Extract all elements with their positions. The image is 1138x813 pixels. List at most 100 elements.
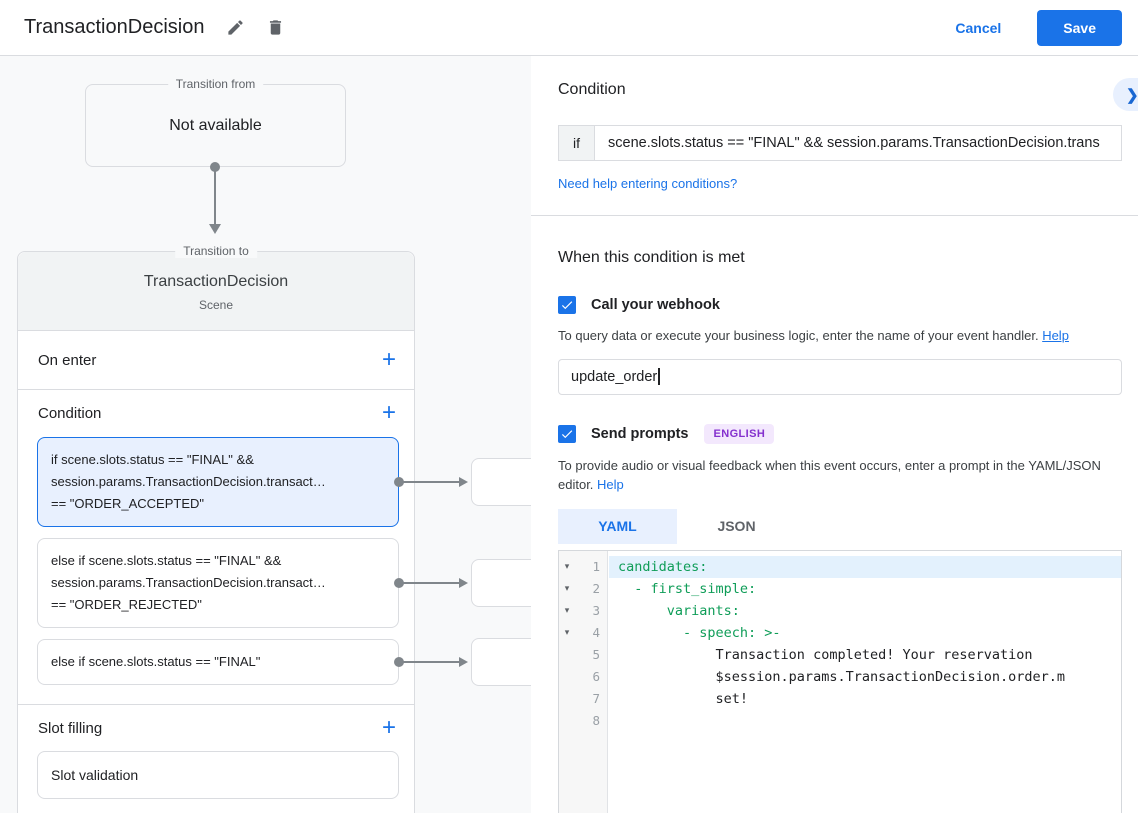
pencil-icon xyxy=(228,20,244,35)
fold-arrow-icon[interactable]: ▾ xyxy=(564,561,570,571)
editor-line: 5 Transaction completed! Your reservatio… xyxy=(559,644,1121,666)
add-slot-button[interactable]: + xyxy=(381,714,396,741)
panel-title: Condition xyxy=(558,81,626,98)
editor-line: ▾ 1 candidates: xyxy=(559,555,1121,578)
condition-expression-input[interactable]: scene.slots.status == "FINAL" && session… xyxy=(608,135,1100,151)
call-webhook-checkbox[interactable] xyxy=(558,296,576,314)
prompts-description-text: To provide audio or visual feedback when… xyxy=(558,457,1101,493)
connector-line xyxy=(214,168,216,224)
connector-arrowhead-icon xyxy=(209,224,221,234)
condition-expression: if scene.slots.status == "FINAL" && sess… xyxy=(51,452,326,511)
code-text[interactable] xyxy=(609,710,1121,732)
code-text[interactable]: - first_simple: xyxy=(618,580,757,597)
on-enter-label: On enter xyxy=(38,351,97,369)
code-text[interactable]: candidates: xyxy=(609,555,1121,578)
line-number: 7 xyxy=(592,691,600,706)
when-condition-title: When this condition is met xyxy=(558,249,745,266)
editor-line: ▾ 3 variants: xyxy=(559,600,1121,622)
checkmark-icon xyxy=(561,301,573,310)
transition-target-box[interactable] xyxy=(471,638,531,686)
condition-expression: else if scene.slots.status == "FINAL" &&… xyxy=(51,553,326,612)
send-prompts-label: Send prompts xyxy=(591,425,689,442)
transition-arrow xyxy=(402,578,468,588)
editor-line: ▾ 2 - first_simple: xyxy=(559,578,1121,600)
line-number: 5 xyxy=(592,647,600,662)
cancel-button[interactable]: Cancel xyxy=(955,19,1002,36)
transition-from-box: Transition from Not available xyxy=(85,77,346,167)
fold-arrow-icon[interactable]: ▾ xyxy=(564,627,570,637)
scene-title: TransactionDecision xyxy=(143,273,289,290)
line-number: 8 xyxy=(592,713,600,728)
call-webhook-label: Call your webhook xyxy=(591,297,720,313)
event-handler-input[interactable]: update_order xyxy=(558,358,1122,395)
transition-dot[interactable] xyxy=(394,657,404,667)
webhook-help-link[interactable]: Help xyxy=(1042,328,1069,343)
transition-dot[interactable] xyxy=(394,477,404,487)
transition-to-card: Transition to TransactionDecision Scene … xyxy=(17,244,531,813)
editor-line: 7 set! xyxy=(559,688,1121,710)
transition-dot[interactable] xyxy=(394,578,404,588)
transition-target-box[interactable] xyxy=(471,559,531,607)
add-on-enter-button[interactable]: + xyxy=(381,346,396,373)
condition-card[interactable]: else if scene.slots.status == "FINAL" xyxy=(37,638,531,686)
editor-format-tab[interactable]: JSON xyxy=(677,509,796,544)
send-prompts-checkbox[interactable] xyxy=(558,424,576,443)
prompts-description: To provide audio or visual feedback when… xyxy=(558,456,1122,495)
editor-line: 6 $session.params.TransactionDecision.or… xyxy=(559,666,1121,688)
editor-gutter xyxy=(559,550,608,813)
prompt-code-editor[interactable]: ▾ 1 candidates: ▾ 2 - first_simple: ▾ 3 xyxy=(558,549,1122,813)
trash-icon xyxy=(270,20,282,35)
slot-filling-section: Slot filling + Slot validation xyxy=(18,705,414,799)
save-button[interactable]: Save xyxy=(1037,9,1122,46)
editor-format-tab[interactable]: YAML xyxy=(558,508,677,544)
top-bar: TransactionDecision Cancel Save xyxy=(0,0,1138,56)
tab-label: JSON xyxy=(717,518,756,534)
webhook-checkbox-row: Call your webhook xyxy=(558,296,1122,314)
collapse-panel-button[interactable]: ❯ xyxy=(1113,78,1138,111)
fold-arrow-icon[interactable]: ▾ xyxy=(564,583,570,593)
prompts-checkbox-row: Send prompts ENGLISH xyxy=(558,423,1122,444)
page-title: TransactionDecision xyxy=(24,16,205,38)
webhook-description-text: To query data or execute your business l… xyxy=(558,328,1043,343)
line-number: 3 xyxy=(592,603,600,618)
condition-expression: else if scene.slots.status == "FINAL" xyxy=(51,654,261,669)
scene-header[interactable]: TransactionDecision Scene xyxy=(18,252,414,331)
condition-input-row: if scene.slots.status == "FINAL" && sess… xyxy=(558,125,1122,161)
transition-from-legend: Transition from xyxy=(167,77,264,91)
slot-validation-label: Slot validation xyxy=(51,767,139,783)
slot-validation-card[interactable]: Slot validation xyxy=(37,751,399,799)
transition-arrow xyxy=(402,477,468,487)
webhook-description: To query data or execute your business l… xyxy=(558,326,1122,346)
code-text[interactable]: - speech: >- xyxy=(618,624,781,641)
scene-subtitle: Scene xyxy=(198,298,234,312)
transition-from-content: Not available xyxy=(169,116,262,134)
slot-filling-header: Slot filling + xyxy=(18,714,414,741)
add-condition-button[interactable]: + xyxy=(381,399,396,426)
event-handler-value: update_order xyxy=(571,368,658,385)
code-text[interactable]: variants: xyxy=(618,602,740,619)
line-number: 1 xyxy=(592,559,600,574)
editor-format-tabs: YAML JSON xyxy=(558,508,1122,544)
condition-card[interactable]: if scene.slots.status == "FINAL" && sess… xyxy=(37,437,531,527)
line-number: 4 xyxy=(592,625,600,640)
delete-icon[interactable] xyxy=(266,18,286,38)
condition-header-section: Condition if scene.slots.status == "FINA… xyxy=(531,56,1138,216)
transition-target-box[interactable] xyxy=(471,458,531,506)
checkmark-icon xyxy=(561,429,573,438)
editor-lines: ▾ 1 candidates: ▾ 2 - first_simple: ▾ 3 xyxy=(559,551,1121,732)
slot-filling-label: Slot filling xyxy=(38,719,103,737)
prompts-help-link[interactable]: Help xyxy=(597,477,624,492)
condition-section-header: Condition + xyxy=(18,399,414,426)
code-text[interactable]: $session.params.TransactionDecision.orde… xyxy=(618,668,1066,685)
connector-dot xyxy=(210,162,220,172)
edit-icon[interactable] xyxy=(226,18,246,38)
fold-arrow-icon[interactable]: ▾ xyxy=(564,605,570,615)
condition-card[interactable]: else if scene.slots.status == "FINAL" &&… xyxy=(37,538,531,628)
line-number: 2 xyxy=(592,581,600,596)
transition-arrow xyxy=(402,657,468,667)
conditions-help-link[interactable]: Need help entering conditions? xyxy=(558,176,738,191)
header-actions: Cancel Save xyxy=(955,9,1122,46)
code-text[interactable]: set! xyxy=(618,690,749,707)
code-text[interactable]: Transaction completed! Your reservation xyxy=(618,646,1033,663)
tab-label: YAML xyxy=(598,518,637,534)
